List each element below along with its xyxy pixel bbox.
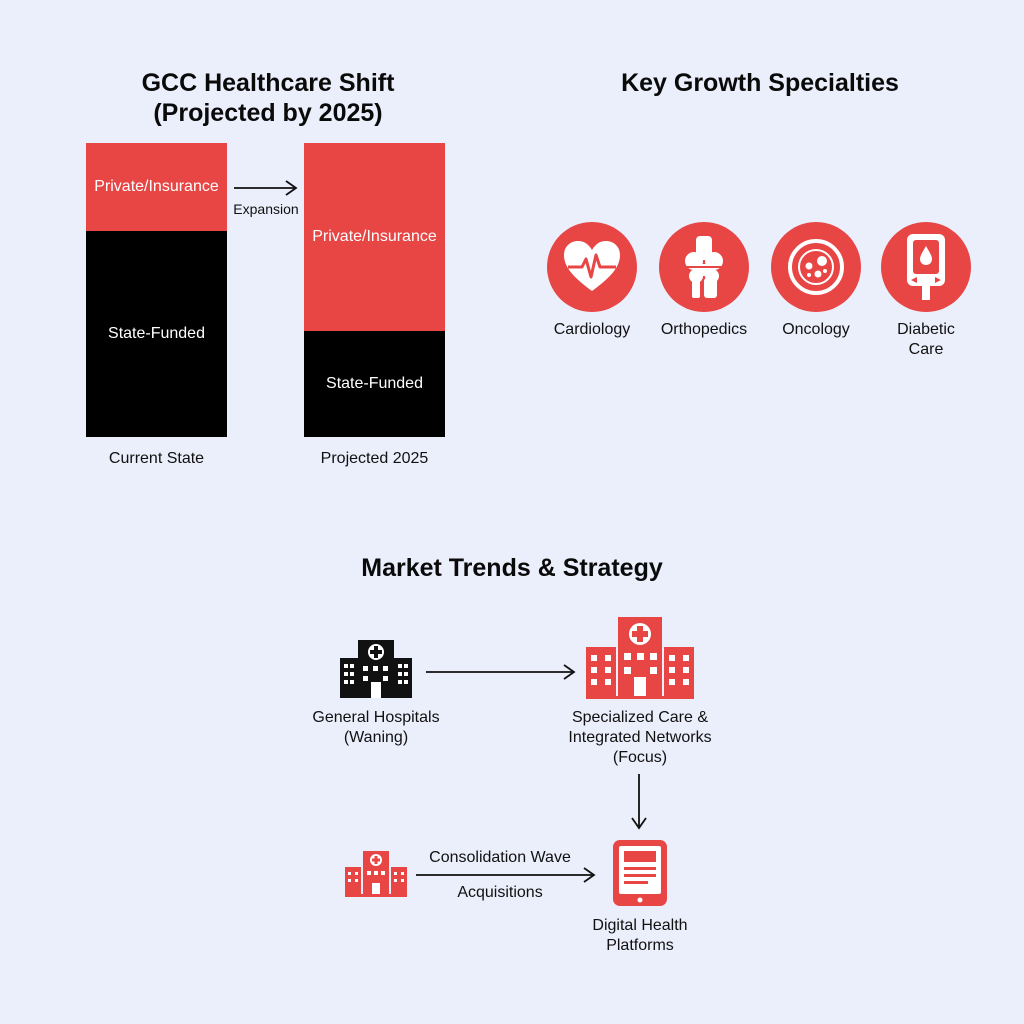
glucose-meter-icon	[907, 234, 945, 300]
chart-title-line2: (Projected by 2025)	[153, 99, 383, 127]
heart-pulse-icon	[564, 241, 620, 291]
waning-to-focus-arrow	[426, 664, 576, 680]
expansion-label: Expansion	[233, 201, 299, 217]
bar-segment-state-funded-1: State-Funded	[304, 331, 445, 437]
consolidation-wave-label: Consolidation Wave	[429, 849, 571, 866]
specialized-label-line3: (Focus)	[612, 749, 668, 766]
acquisitions-label: Acquisitions	[457, 884, 543, 901]
bone-joint-icon	[685, 236, 723, 298]
specialized-label-line2: Integrated Networks	[568, 729, 712, 746]
digital-label-line1: Digital Health	[592, 917, 688, 934]
general-hospitals-label: General Hospitals (Waning)	[291, 708, 461, 748]
general-hospital-icon	[340, 640, 412, 698]
bar-segment-state-funded-0: State-Funded	[86, 231, 227, 437]
trends-title: Market Trends & Strategy	[361, 554, 663, 582]
bar-segment-label: Private/Insurance	[94, 178, 219, 195]
expansion-arrow	[234, 180, 298, 196]
diabetic-label-line2: Care	[908, 341, 944, 358]
acquired-hospital-icon	[345, 851, 407, 897]
bar-segment-label: State-Funded	[326, 375, 423, 392]
diabetic-label-line1: Diabetic	[897, 321, 955, 338]
oncology-circle	[771, 222, 861, 312]
bar-segment-label: Private/Insurance	[312, 228, 437, 245]
bar-segment-private-insurance-0: Private/Insurance	[86, 143, 227, 231]
general-label-line2: (Waning)	[343, 729, 409, 746]
cell-icon	[788, 239, 844, 295]
bar-segment-label: State-Funded	[108, 325, 205, 342]
digital-health-label: Digital Health Platforms	[560, 916, 720, 956]
cardiology-circle	[547, 222, 637, 312]
specialty-label-cardiology: Cardiology	[553, 321, 631, 338]
digital-label-line2: Platforms	[606, 937, 674, 954]
specialized-care-label: Specialized Care & Integrated Networks (…	[550, 708, 730, 768]
general-label-line1: General Hospitals	[312, 709, 440, 726]
focus-to-digital-arrow	[631, 774, 647, 830]
bar-category-label: Current State	[108, 450, 205, 467]
specialty-label-oncology: Oncology	[782, 321, 850, 338]
diabetic-care-circle	[881, 222, 971, 312]
bar-category-label: Projected 2025	[320, 450, 429, 467]
specialties-title: Key Growth Specialties	[621, 69, 899, 97]
specialty-label-diabetic-care: Diabetic Care	[871, 320, 981, 360]
chart-title-line1: GCC Healthcare Shift	[141, 69, 395, 97]
digital-health-tablet-icon	[613, 840, 667, 906]
chart-title: GCC Healthcare Shift (Projected by 2025)	[118, 68, 418, 128]
bar-segment-private-insurance-1: Private/Insurance	[304, 143, 445, 331]
specialized-label-line1: Specialized Care &	[571, 709, 709, 726]
orthopedics-circle	[659, 222, 749, 312]
consolidation-arrow	[416, 867, 596, 883]
specialty-label-orthopedics: Orthopedics	[660, 321, 748, 338]
specialized-hospital-icon	[586, 617, 694, 699]
